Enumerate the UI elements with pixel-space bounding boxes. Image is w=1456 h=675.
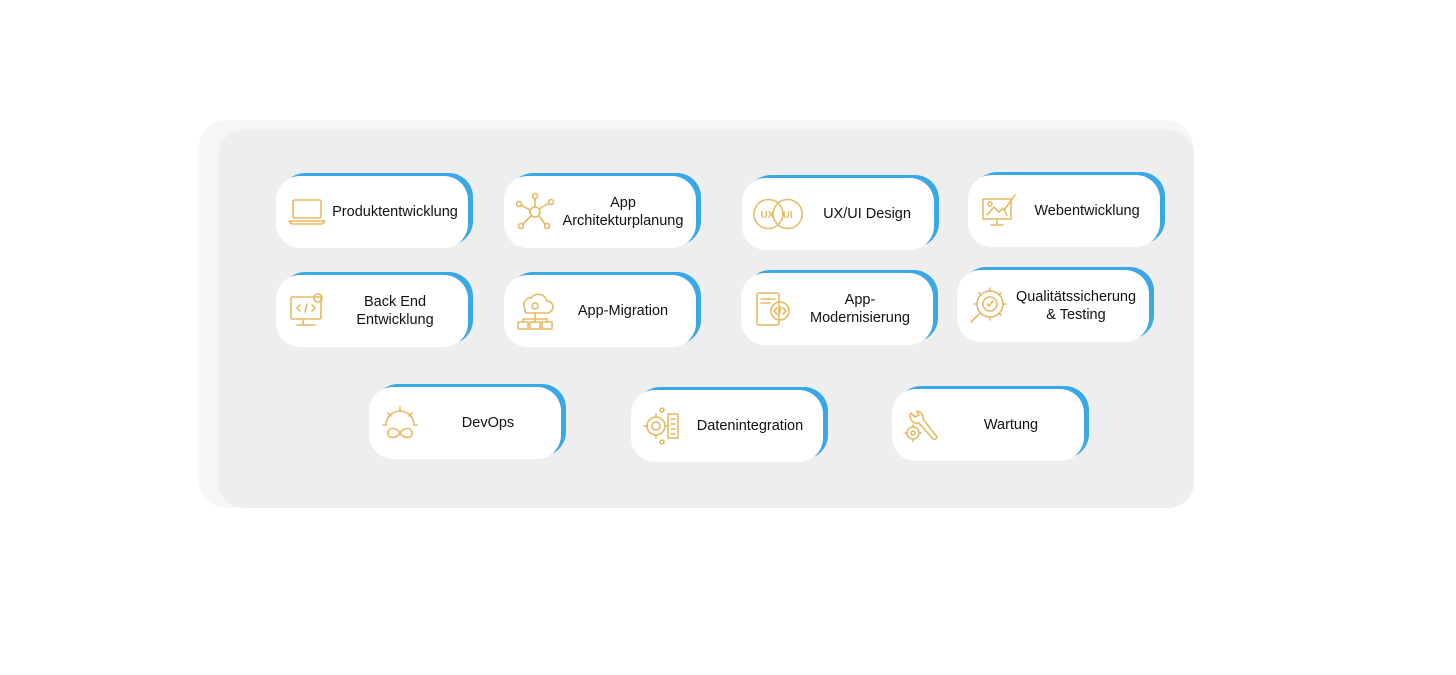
service-card-ux-ui-design[interactable]: UX UI UX/UI Design <box>742 178 934 250</box>
gear-circuit-icon <box>639 403 685 449</box>
gear-magnifier-check-icon <box>965 283 1011 329</box>
laptop-icon <box>284 189 330 235</box>
service-card-app-modernisierung[interactable]: App-Modernisierung <box>741 273 933 345</box>
service-label: App Architekturplanung <box>562 195 684 229</box>
service-label: Back End Entwicklung <box>356 294 434 328</box>
svg-text:UI: UI <box>783 210 793 221</box>
network-nodes-icon <box>512 189 558 235</box>
service-label: Webentwicklung <box>1034 203 1140 219</box>
service-card-back-end-entwicklung[interactable]: Back End Entwicklung <box>276 275 468 347</box>
svg-text:UX: UX <box>761 210 775 221</box>
service-card-app-architekturplanung[interactable]: App Architekturplanung <box>504 176 696 248</box>
service-label: App-Migration <box>577 303 669 319</box>
service-card-app-migration[interactable]: App-Migration <box>504 275 696 347</box>
ux-ui-circles-icon: UX UI <box>750 191 808 237</box>
service-label: Qualitätssicherung & Testing <box>1015 289 1137 323</box>
service-label: Produktentwicklung <box>332 204 458 220</box>
service-card-devops[interactable]: DevOps <box>369 387 561 459</box>
easel-brush-icon <box>976 188 1022 234</box>
service-card-wartung[interactable]: Wartung <box>892 389 1084 461</box>
cloud-migration-icon <box>512 288 558 334</box>
gear-infinity-icon <box>377 400 423 446</box>
wrench-gears-icon <box>900 402 946 448</box>
service-label: Wartung <box>983 417 1039 433</box>
service-label: App-Modernisierung <box>810 292 910 326</box>
service-card-webentwicklung[interactable]: Webentwicklung <box>968 175 1160 247</box>
service-card-datenintegration[interactable]: Datenintegration <box>631 390 823 462</box>
document-code-gear-icon <box>749 286 795 332</box>
service-label: UX/UI Design <box>823 206 911 222</box>
service-card-produktentwicklung[interactable]: Produktentwicklung <box>276 176 468 248</box>
monitor-code-gear-icon <box>284 288 330 334</box>
service-card-qualitaetssicherung-testing[interactable]: Qualitätssicherung & Testing <box>957 270 1149 342</box>
service-label: Datenintegration <box>696 418 804 434</box>
service-label: DevOps <box>461 415 515 431</box>
